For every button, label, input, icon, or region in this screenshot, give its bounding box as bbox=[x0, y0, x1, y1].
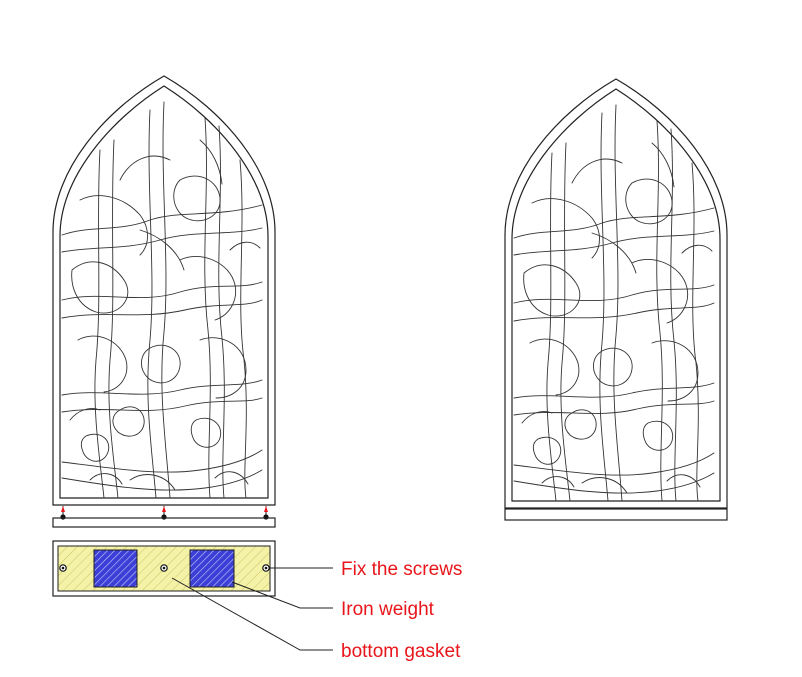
left-window-panel bbox=[52, 75, 276, 506]
callout-iron-weight: Iron weight bbox=[341, 599, 435, 620]
leader-iron-weight bbox=[231, 581, 333, 609]
callout-bottom-gasket: bottom gasket bbox=[341, 641, 461, 662]
bottom-gasket-section bbox=[52, 540, 276, 597]
right-window-panel bbox=[504, 78, 728, 509]
iron-weight-left bbox=[93, 549, 138, 588]
callout-fix-screws: Fix the screws bbox=[341, 559, 462, 580]
right-base-strip bbox=[504, 508, 728, 521]
leader-bottom-gasket bbox=[171, 577, 333, 651]
screw-row bbox=[60, 506, 269, 520]
left-base-strip bbox=[52, 517, 276, 528]
leader-lines bbox=[171, 567, 333, 651]
iron-weight-right bbox=[189, 549, 235, 588]
